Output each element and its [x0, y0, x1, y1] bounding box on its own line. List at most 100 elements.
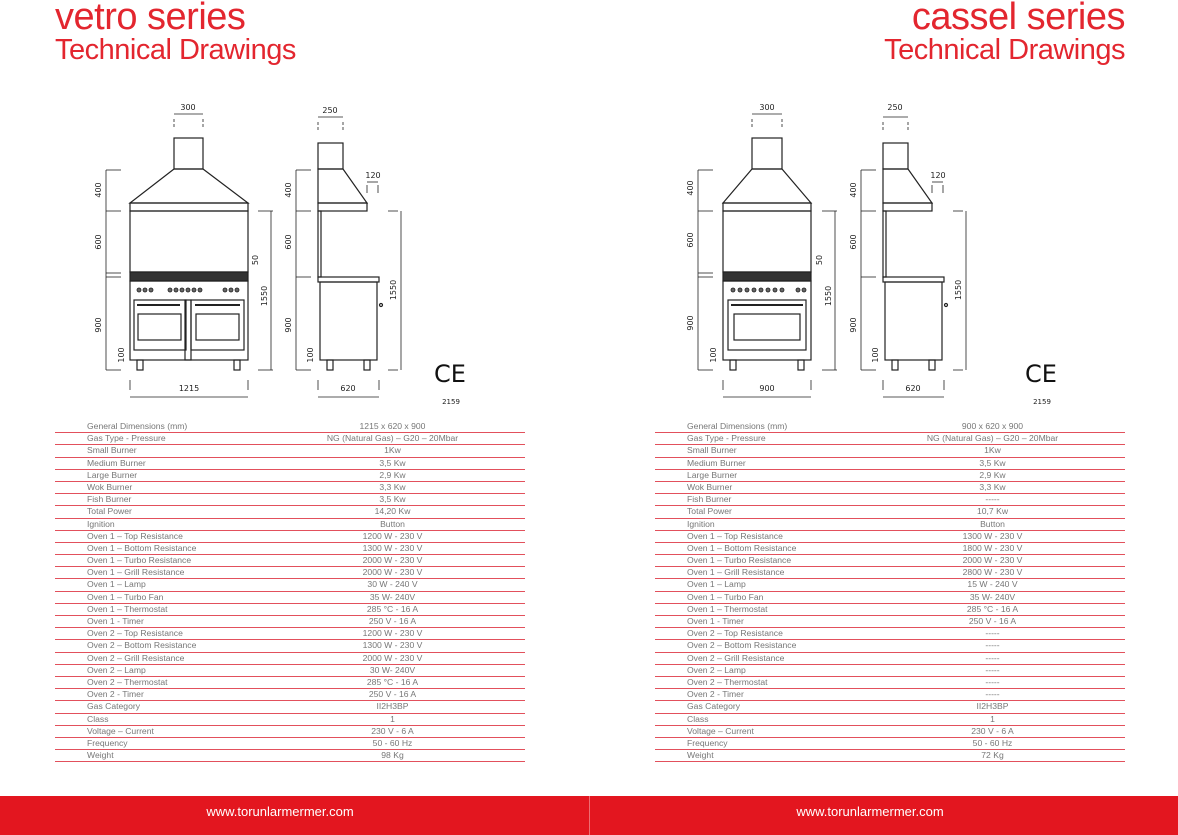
spec-value: ----- — [985, 652, 1000, 663]
dim-total-height: 1550 — [260, 286, 269, 306]
dim-side-chimney-width: 250 — [322, 106, 337, 115]
spec-value: 250 V - 16 A — [968, 616, 1017, 626]
spec-value: 2000 W - 230 V — [362, 555, 423, 566]
spec-label: Wok Burner — [87, 481, 133, 492]
spec-label: Frequency — [687, 737, 728, 748]
ce-mark-icon: CE — [434, 360, 466, 388]
dim-hood-height: 400 — [94, 182, 103, 197]
spec-value: Button — [980, 518, 1005, 529]
spec-label: Oven 1 – Grill Resistance — [687, 567, 785, 578]
cassel-side-view: 250 120 400 600 900 100 1550 620 CE 2159 — [849, 103, 1057, 406]
dim-strip-height: 50 — [251, 255, 260, 265]
spec-value: 250 V - 16 A — [368, 689, 417, 700]
spec-row: Small Burner 1Kw — [655, 445, 1125, 458]
spec-label: Gas Type - Pressure — [87, 433, 166, 444]
spec-value: 2000 W - 230 V — [362, 652, 423, 663]
spec-value: 285 °C - 16 A — [366, 603, 419, 614]
spec-row: Oven 2 – Lamp----- — [655, 665, 1125, 677]
spec-label: Oven 2 – Lamp — [687, 664, 746, 675]
vetro-side-view — [295, 116, 402, 398]
spec-row: Oven 2 – Bottom Resistance ----- — [655, 640, 1125, 653]
dim-side-hood-height: 400 — [284, 182, 293, 197]
spec-label: Small Burner — [687, 445, 737, 456]
spec-label: Total Power — [687, 506, 732, 517]
spec-value: 230 V - 6 A — [971, 725, 1014, 736]
spec-value: 3,3 Kw — [379, 481, 406, 492]
spec-value: 3,5 Kw — [379, 457, 406, 468]
spec-value: 3,5 Kw — [979, 457, 1006, 468]
spec-value: ----- — [985, 628, 1000, 639]
spec-label: Fish Burner — [87, 494, 132, 505]
spec-label: Oven 2 – Grill Resistance — [687, 652, 785, 663]
dim-side-leg-height: 100 — [871, 347, 880, 362]
spec-label: Oven 2 – Bottom Resistance — [87, 640, 197, 651]
spec-label: Gas Category — [87, 701, 141, 712]
spec-label: Fish Burner — [687, 494, 732, 505]
spec-value: 1215 x 620 x 900 — [359, 421, 426, 431]
spec-value: ----- — [985, 640, 1000, 651]
dim-width: 900 — [759, 384, 774, 393]
spec-value: 10,7 Kw — [976, 506, 1009, 517]
footer-bar: www.torunlarmermer.com www.torunlarmerme… — [0, 796, 1178, 835]
spec-label: Class — [87, 713, 109, 724]
dim-depth: 620 — [905, 384, 920, 393]
cassel-series-title: cassel series — [911, 0, 1126, 38]
spec-row: General Dimensions (mm)1215 x 620 x 900 — [55, 421, 525, 434]
spec-value: 1Kw — [384, 445, 401, 456]
footer-website-link[interactable]: www.torunlarmermer.com — [206, 804, 354, 819]
spec-value: 35 W- 240V — [969, 591, 1016, 602]
spec-row: Oven 1 – Turbo Resistance 2000 W - 230 V — [655, 555, 1125, 568]
spec-value: 72 Kg — [981, 750, 1004, 761]
vetro-subtitle: Technical Drawings — [55, 34, 296, 66]
spec-value: 2000 W - 230 V — [962, 555, 1023, 566]
spec-label: Oven 1 – Bottom Resistance — [687, 542, 797, 553]
spec-value: 1 — [990, 713, 995, 724]
spec-value: 1200 W - 230 V — [362, 530, 423, 541]
spec-value: 50 - 60 Hz — [372, 737, 413, 748]
spec-value: 50 - 60 Hz — [972, 737, 1013, 748]
spec-label: Oven 1 – Turbo Fan — [87, 591, 164, 602]
ce-number: 2159 — [442, 398, 460, 406]
technical-drawings: 300 400 600 900 100 50 1550 1215 250 120… — [94, 103, 1057, 406]
dim-side-body-height: 900 — [284, 317, 293, 332]
dim-body-height: 900 — [686, 315, 695, 330]
spec-value: 230 V - 6 A — [371, 725, 414, 736]
vetro-front-view — [105, 113, 273, 398]
spec-label: Oven 1 – Thermostat — [687, 603, 768, 614]
spec-label: Oven 2 – Thermostat — [687, 676, 768, 687]
dim-side-total-height: 1550 — [954, 280, 963, 300]
spec-label: Wok Burner — [687, 481, 733, 492]
spec-label: Oven 1 – Turbo Resistance — [687, 555, 792, 566]
spec-value: 1300 W - 230 V — [962, 530, 1023, 541]
spec-label: Oven 2 – Bottom Resistance — [687, 640, 797, 651]
footer-website-link[interactable]: www.torunlarmermer.com — [796, 804, 944, 819]
dim-depth: 620 — [340, 384, 355, 393]
spec-value: 98 Kg — [381, 750, 404, 761]
dim-body-height: 900 — [94, 317, 103, 332]
spec-value: 2,9 Kw — [979, 469, 1006, 480]
spec-value: 1Kw — [984, 445, 1001, 456]
spec-label: Ignition — [87, 518, 115, 529]
spec-label: Weight — [687, 750, 714, 761]
